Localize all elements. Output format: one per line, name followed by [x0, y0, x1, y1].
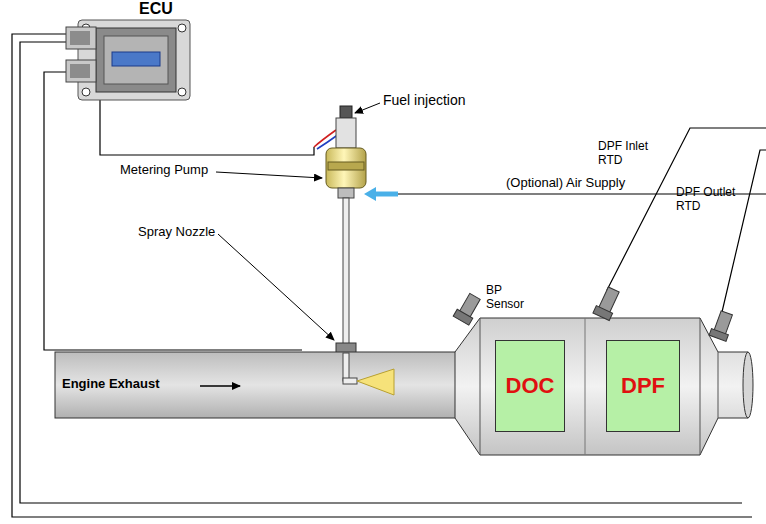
drawing-part	[66, 27, 96, 49]
sensor-label: DPF Inlet RTD	[598, 140, 656, 168]
drawing-part	[326, 148, 366, 188]
drawing-part	[357, 369, 394, 395]
drawing-part	[343, 353, 349, 381]
drawing-part	[178, 24, 186, 32]
node-text: ECU	[110, 0, 202, 18]
inlet-rtd	[593, 286, 622, 321]
node-text: Engine Exhaust	[62, 376, 160, 391]
ecu-box: ECU	[110, 0, 202, 100]
drawing-part	[340, 106, 352, 118]
dpf-housing	[455, 318, 753, 455]
drawing-part	[718, 352, 719, 418]
bp-sensor	[453, 292, 483, 325]
drawing-part	[355, 103, 380, 113]
leaders	[216, 103, 380, 340]
drawing-part	[216, 172, 322, 178]
drawing-part	[336, 118, 356, 148]
metering-pump	[326, 106, 366, 353]
drawing-part	[44, 72, 302, 350]
drawing-part	[709, 329, 728, 342]
part-label: Metering Pump	[120, 163, 208, 178]
exhaust-band: Engine Exhaust	[62, 376, 160, 391]
node-text: DPF	[621, 373, 665, 399]
drawing-part	[374, 192, 398, 197]
drawing-part	[66, 60, 96, 82]
sensor-label: DPF Outlet RTD	[676, 186, 740, 214]
drawing-part	[722, 150, 766, 312]
node-text: DOC	[506, 373, 555, 399]
drawing-part	[218, 234, 334, 340]
exhaust-pipe	[55, 352, 457, 418]
dpf-box: DPF	[606, 340, 680, 432]
part-label: Spray Nozzle	[138, 225, 215, 240]
drawing-part	[82, 88, 90, 96]
air-arrow	[364, 187, 398, 201]
drawing-part	[343, 198, 349, 344]
spray-nozzle	[343, 353, 394, 395]
drawing-part	[480, 318, 481, 455]
wires	[12, 34, 766, 517]
ecu-unit	[66, 20, 190, 100]
drawing-part	[338, 188, 354, 198]
sensor-label: BP Sensor	[486, 284, 532, 312]
part-label: Fuel injection	[383, 92, 466, 108]
doc-box: DOC	[495, 340, 565, 432]
outlet-rtd	[709, 310, 735, 342]
drawing-part	[700, 318, 701, 455]
drawing-part	[70, 64, 90, 78]
drawing-part	[364, 187, 376, 201]
drawing-part	[585, 318, 586, 455]
drawing-part	[178, 88, 186, 96]
drawing-part	[328, 162, 364, 170]
drawing-part	[453, 309, 473, 325]
drawing-part	[100, 100, 314, 155]
drawing-part	[593, 306, 613, 321]
drawing-part	[12, 34, 752, 517]
flow-arrow	[200, 385, 240, 387]
drawing-part	[743, 352, 753, 418]
drawing-part	[112, 52, 160, 66]
drawing-part	[96, 28, 176, 92]
part-label: (Optional) Air Supply	[506, 176, 625, 191]
drawing-part	[70, 31, 90, 45]
drawing-part	[104, 36, 168, 84]
drawing-part	[343, 378, 357, 384]
drawing-part	[455, 318, 748, 455]
